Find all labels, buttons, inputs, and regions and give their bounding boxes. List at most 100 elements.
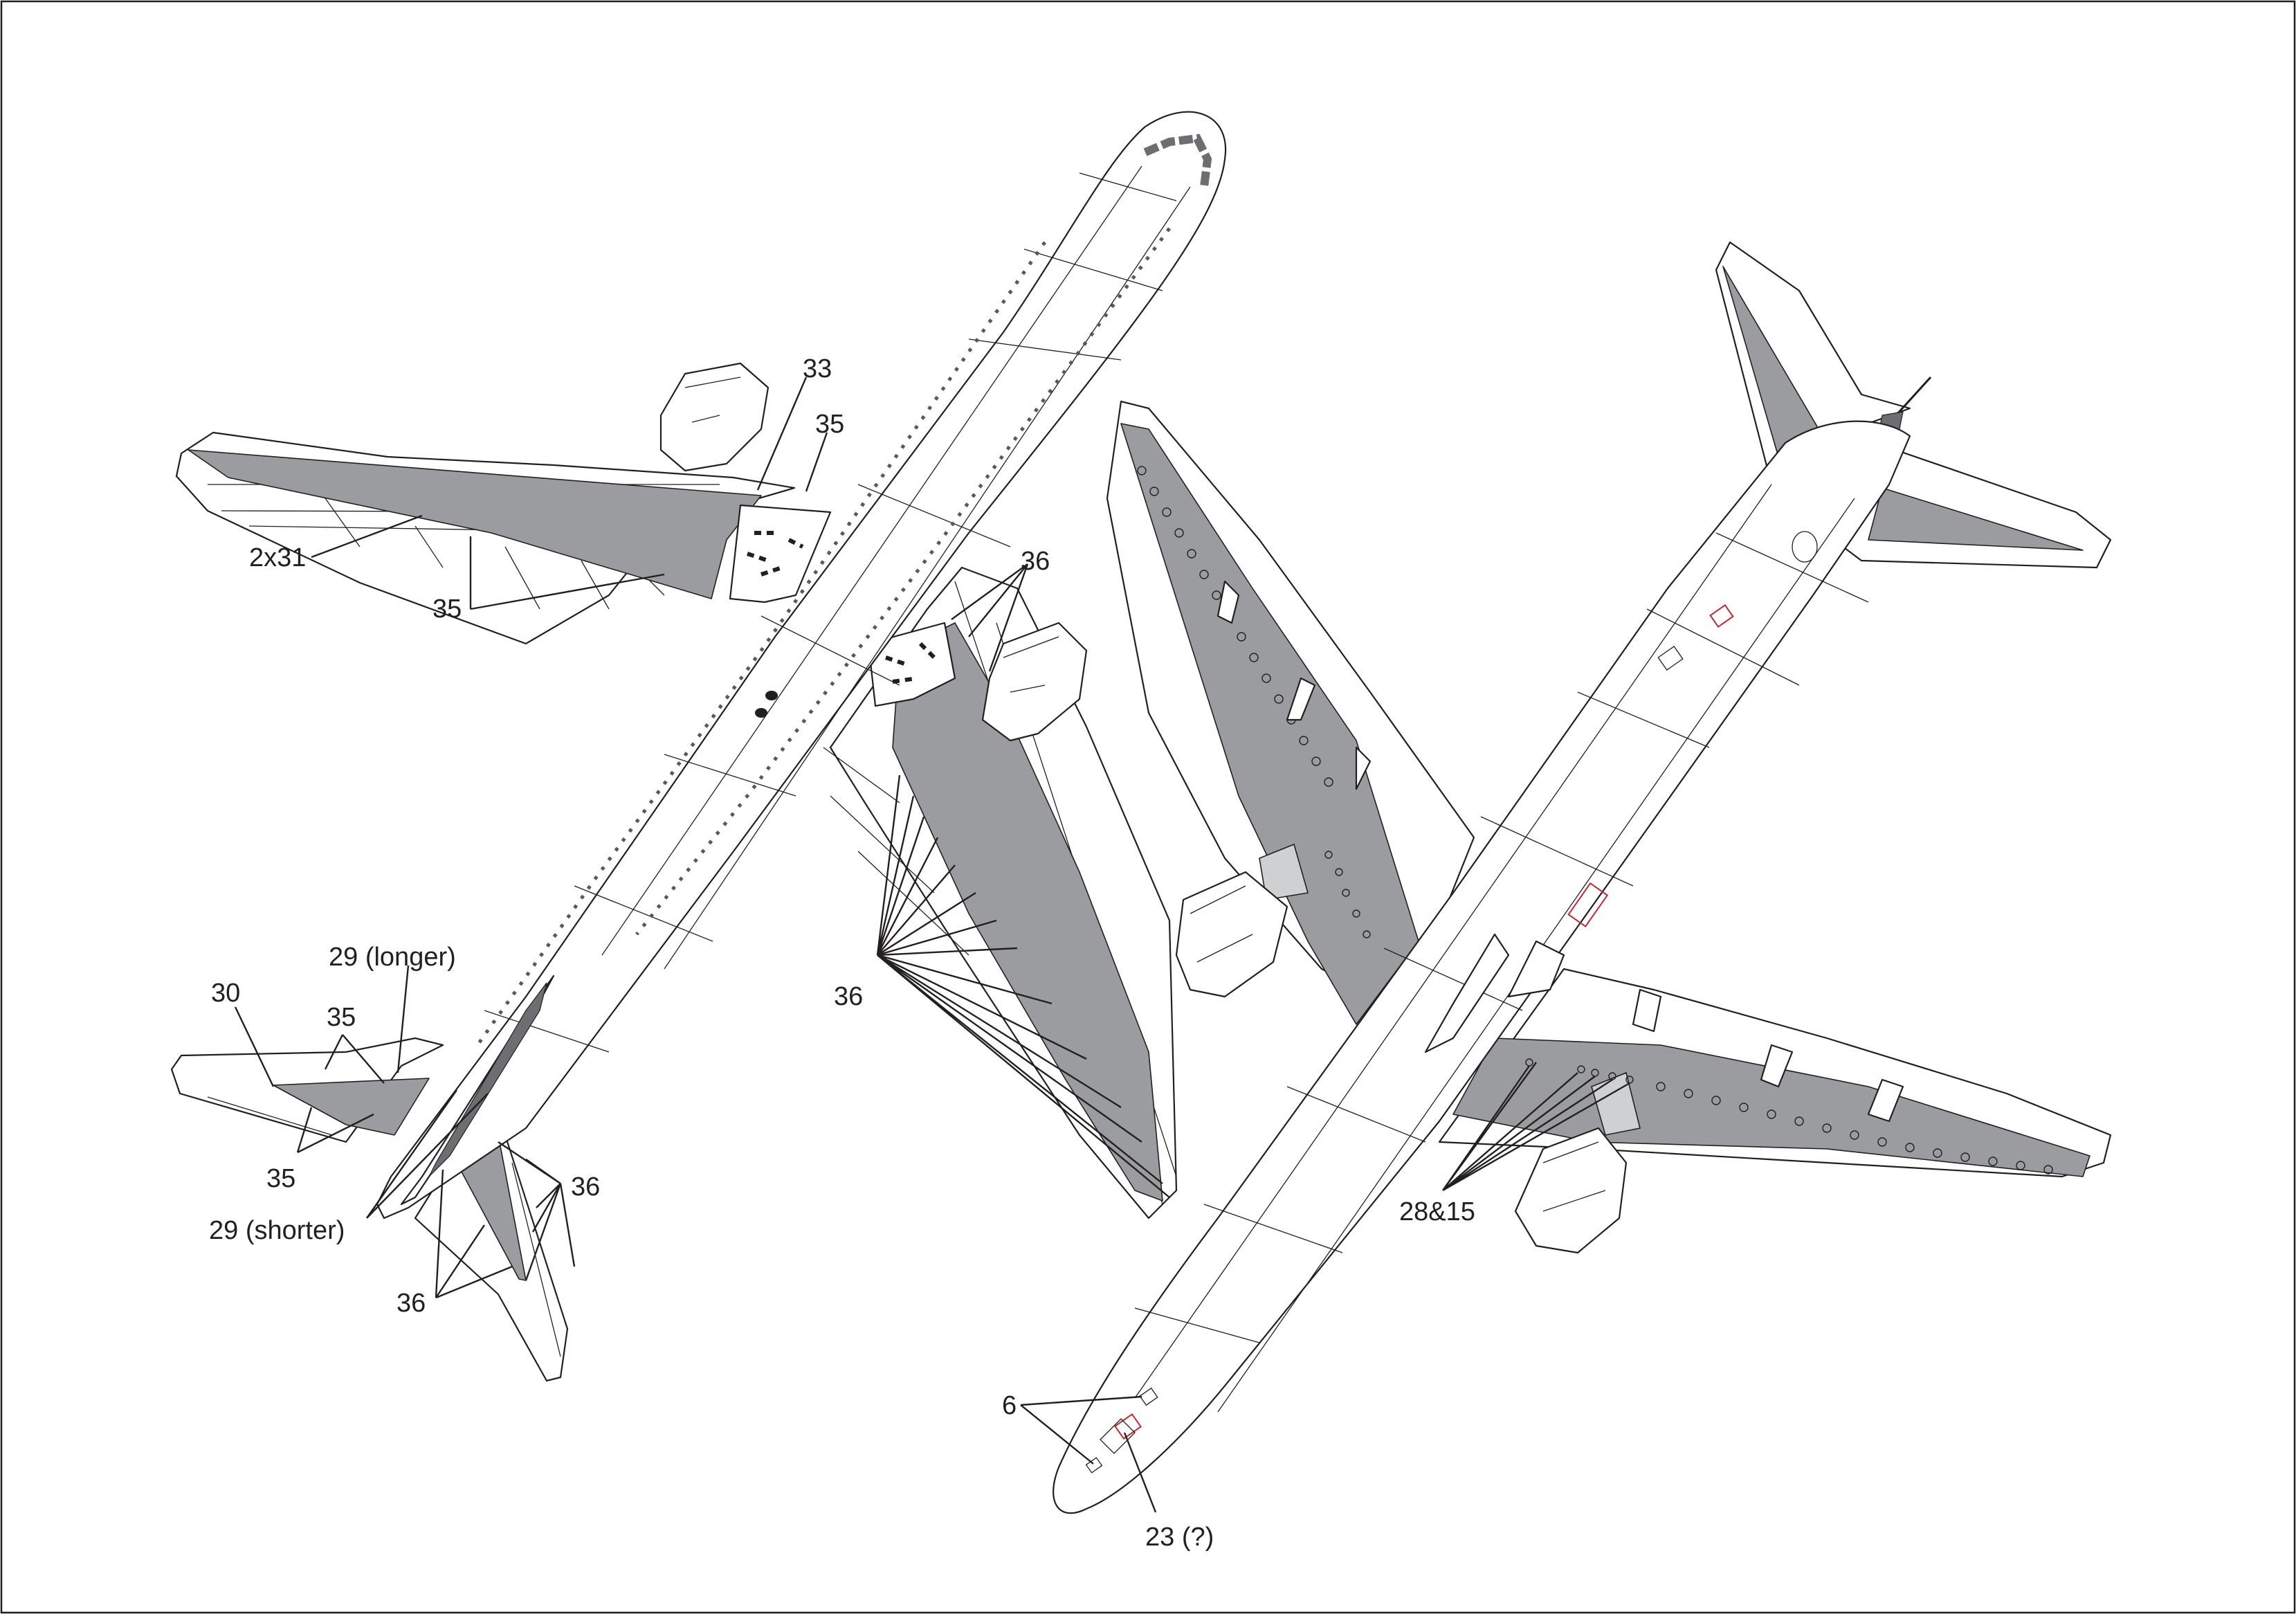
stencil-mark [1342, 889, 1350, 897]
bottom-red-mark-nose [1114, 1413, 1142, 1440]
bottom-right-pylon [1591, 1071, 1641, 1136]
wing-hole [2016, 1161, 2025, 1170]
bottom-left-pylon [1259, 843, 1309, 900]
bottom-access-panel-a [1657, 646, 1684, 671]
top-fuselage [376, 111, 1227, 1219]
label-36-top: 36 [1021, 547, 1050, 576]
label-29-longer: 29 (longer) [329, 943, 456, 972]
wing-hole [1684, 1089, 1693, 1098]
leader-29-longer [397, 965, 410, 1073]
bottom-access-panel-d [1100, 1418, 1136, 1454]
bottom-red-mark-center [1567, 882, 1609, 927]
leader-36-mid [876, 774, 1170, 1198]
label-2x31: 2x31 [249, 543, 306, 572]
bottom-fuselage-frame-lines [1134, 532, 1869, 1343]
leader-28-15 [1442, 1062, 1630, 1192]
bottom-left-engine-lines [1190, 885, 1253, 963]
label-36-mid: 36 [834, 982, 863, 1011]
wing-hole [1199, 570, 1209, 579]
bottom-gear-bay-right [1507, 940, 1565, 998]
top-right-wing-root-marks [885, 642, 936, 684]
bottom-right-wing-fairings [1632, 988, 1904, 1123]
leader-30 [234, 1006, 275, 1087]
leader-6 [1020, 1395, 1142, 1465]
label-33: 33 [803, 354, 832, 383]
wing-hole [1988, 1157, 1998, 1166]
stencil-mark [1335, 868, 1343, 876]
wing-hole [1877, 1137, 1887, 1147]
bottom-right-engine [1514, 1127, 1628, 1254]
wing-hole [1162, 507, 1172, 517]
label-35-top: 35 [815, 410, 844, 439]
leader-36-tail-left [435, 1169, 513, 1299]
bottom-left-wing [1106, 400, 1475, 1025]
aircraft-top-view [170, 111, 1227, 1382]
bottom-leader-lines [1020, 1062, 1630, 1513]
bottom-right-wing [1438, 968, 2112, 1254]
wing-hole [1249, 653, 1259, 662]
leader-36-tail-right [498, 1141, 576, 1281]
leader-36-top [951, 563, 1029, 672]
wing-hole [1656, 1082, 1666, 1091]
leader-23 [1123, 1432, 1157, 1513]
wing-hole [1933, 1148, 1942, 1158]
top-leader-lines [234, 377, 1170, 1299]
wing-hole [1149, 487, 1159, 496]
bottom-gear-bay-left [1424, 933, 1510, 1053]
top-cockpit-windows [1143, 134, 1212, 188]
leader-35-tail-lower [296, 1107, 374, 1154]
bottom-right-engine-lines [1542, 1141, 1606, 1212]
top-fuselage-outline [376, 111, 1227, 1219]
top-left-wing-root-panel [729, 504, 832, 604]
top-left-stabilizer-line [207, 1096, 333, 1136]
top-right-wing [823, 566, 1178, 1219]
top-right-engine-lines [1003, 636, 1059, 693]
bottom-left-wing-stencils [1324, 851, 1371, 939]
wing-hole [1324, 777, 1333, 787]
wing-hole [1739, 1103, 1749, 1112]
stencil-mark [1324, 851, 1333, 859]
top-fuselage-window-row-left [475, 241, 1047, 1046]
wing-hole [1311, 756, 1321, 766]
wing-hole [1274, 694, 1284, 704]
wing-hole [1261, 673, 1271, 683]
stencil-mark [1363, 930, 1371, 939]
leader-35-top [805, 432, 828, 492]
label-28-15: 28&15 [1399, 1197, 1475, 1226]
bottom-tail-surfaces [1715, 241, 2112, 569]
stencil-mark [1577, 1065, 1585, 1073]
wing-hole [1212, 590, 1221, 600]
aircraft-bottom-view [1020, 241, 2112, 1514]
top-left-stabilizer-walkway [273, 1078, 430, 1136]
wing-hole [1711, 1096, 1721, 1105]
bottom-left-engine [1175, 871, 1288, 998]
bottom-tail-port [1792, 531, 1818, 563]
wing-hole [1237, 632, 1246, 642]
bottom-left-wing-fairings [1217, 580, 1372, 790]
leader-35-lower [469, 536, 665, 610]
bottom-right-stabilizer-walkway [1868, 487, 2084, 551]
top-fin-strip-dark [428, 982, 547, 1177]
top-right-engine [981, 622, 1088, 742]
label-30: 30 [211, 979, 240, 1008]
leader-33 [756, 377, 808, 491]
bottom-tail-probe [1895, 376, 1932, 417]
label-36-tail-left: 36 [397, 1289, 426, 1318]
top-right-wing-root-panel [867, 622, 956, 707]
label-29-shorter: 29 (shorter) [209, 1216, 345, 1245]
label-6: 6 [1002, 1391, 1017, 1420]
leader-29-shorter [366, 1089, 489, 1219]
label-35-tail-lower: 35 [266, 1164, 295, 1193]
wing-hole [2043, 1165, 2053, 1175]
label-35-lower: 35 [432, 595, 462, 624]
callout-labels: 33 35 2x31 35 36 36 29 (longer) 30 35 35… [209, 354, 1475, 1552]
bottom-right-wing-holes [1656, 1082, 2053, 1175]
wing-hole [1850, 1130, 1859, 1140]
label-35-tail-upper: 35 [327, 1003, 356, 1032]
leader-35-tail-upper [324, 1034, 385, 1084]
bottom-red-mark-tail [1709, 604, 1734, 628]
wing-hole [1905, 1143, 1915, 1152]
